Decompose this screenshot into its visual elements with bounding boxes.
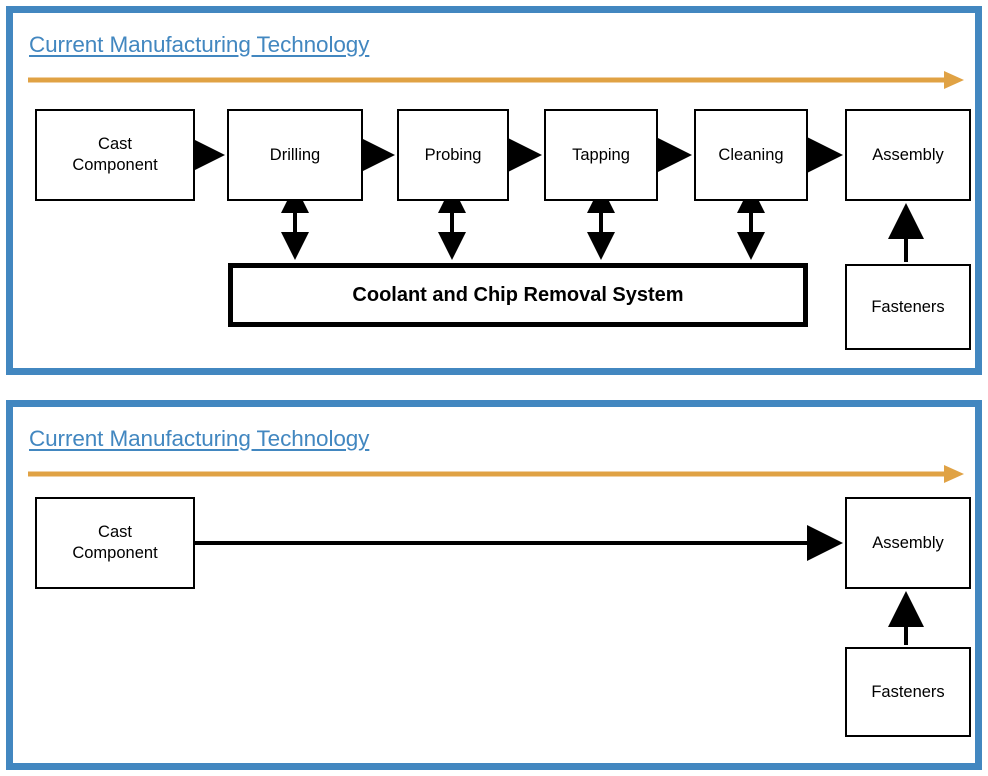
page-title: Current Manufacturing Technology: [29, 32, 370, 57]
orange-flow-arrow-icon-2: [28, 465, 964, 483]
process-box-fasteners-2[interactable]: Fasteners: [845, 647, 971, 737]
process-box-tapping[interactable]: Tapping: [544, 109, 658, 201]
process-box-cast-component[interactable]: Cast Component: [35, 109, 195, 201]
slide-panel-bottom: Current Manufacturing Technology: [6, 400, 982, 770]
orange-flow-arrow-icon: [28, 71, 964, 89]
page-title-2: Current Manufacturing Technology: [29, 426, 370, 451]
process-box-drilling[interactable]: Drilling: [227, 109, 363, 201]
slide-panel-top: Current Manufacturing Technology: [6, 6, 982, 375]
process-box-cast-component-2[interactable]: Cast Component: [35, 497, 195, 589]
process-box-assembly-2[interactable]: Assembly: [845, 497, 971, 589]
process-box-probing[interactable]: Probing: [397, 109, 509, 201]
system-box-coolant-and-chip-removal[interactable]: Coolant and Chip Removal System: [228, 263, 808, 327]
process-box-fasteners[interactable]: Fasteners: [845, 264, 971, 350]
process-box-assembly[interactable]: Assembly: [845, 109, 971, 201]
process-box-cleaning[interactable]: Cleaning: [694, 109, 808, 201]
